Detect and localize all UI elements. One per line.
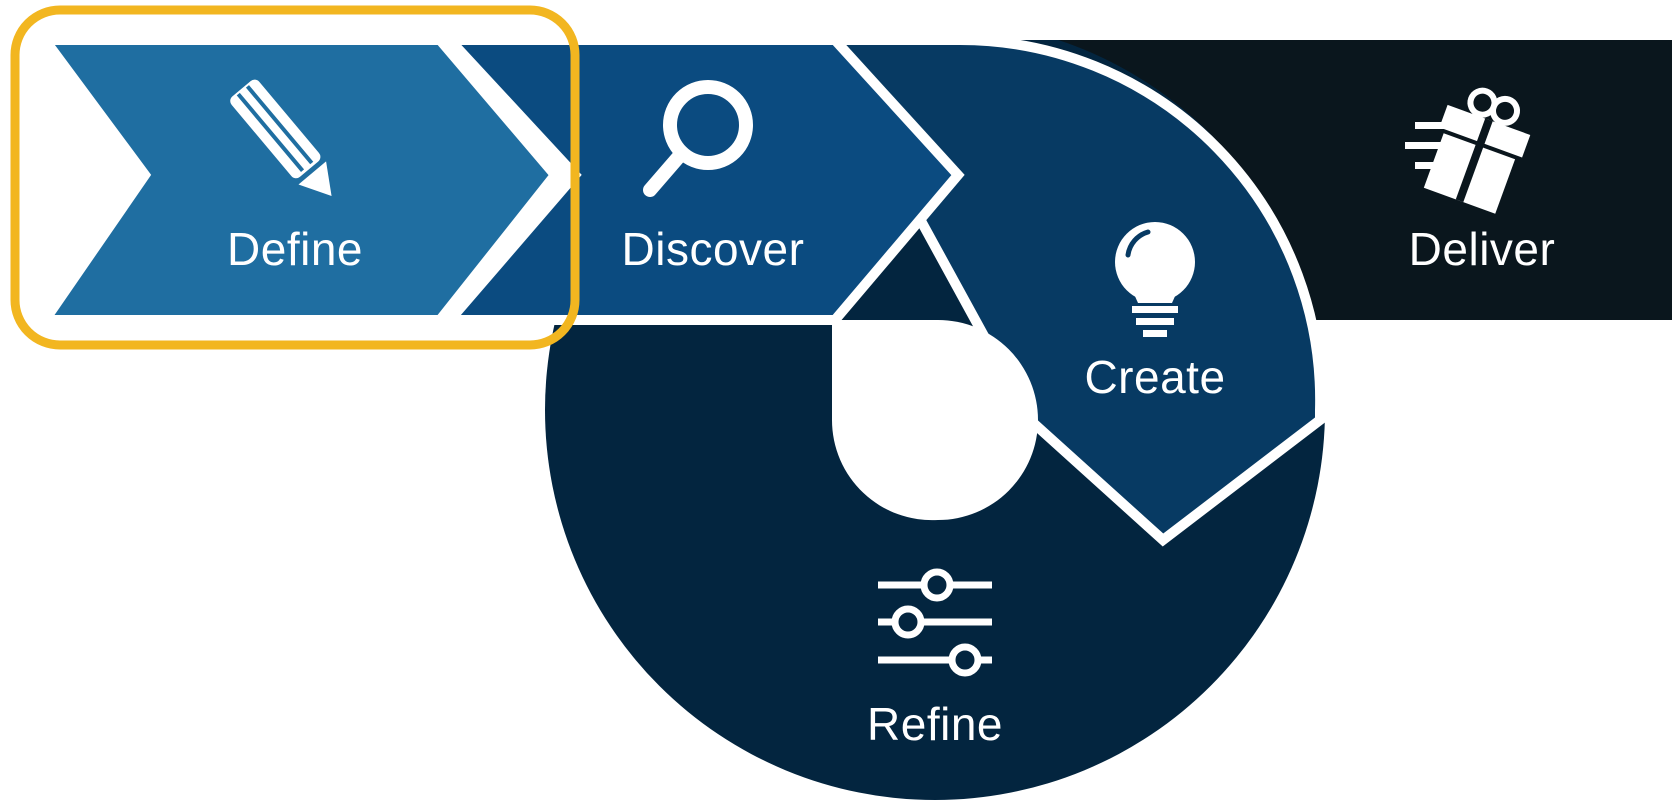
deliver-label: Deliver <box>1409 223 1556 275</box>
sliders-icon <box>878 568 992 677</box>
refine-label: Refine <box>867 698 1003 750</box>
center-hole <box>831 320 1038 521</box>
define-label: Define <box>227 223 363 275</box>
lightbulb-icon <box>1115 222 1195 337</box>
highlight-frame <box>10 5 580 350</box>
discover-label: Discover <box>622 223 805 275</box>
magnifier-icon <box>643 80 753 197</box>
pencil-icon <box>230 79 332 196</box>
create-label: Create <box>1084 351 1225 403</box>
gift-icon <box>1405 87 1531 214</box>
define-chevron <box>35 35 562 325</box>
step-define <box>35 35 562 325</box>
